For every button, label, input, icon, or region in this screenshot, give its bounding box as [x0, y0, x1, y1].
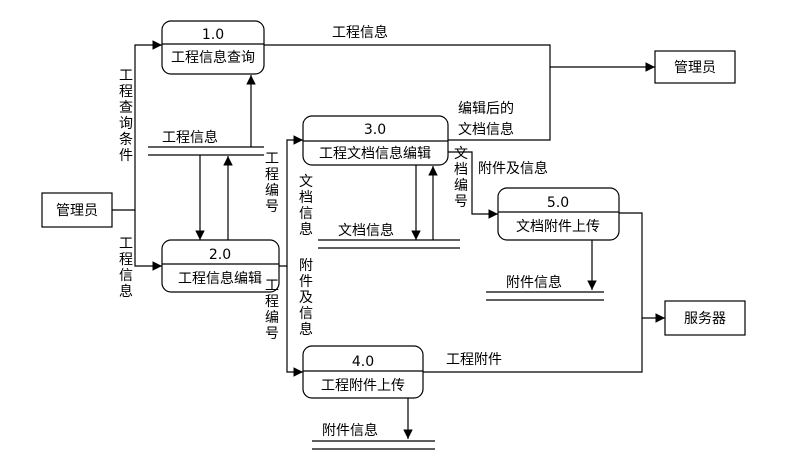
store-attach-info-5-label: 附件信息: [506, 274, 562, 291]
flow-label-project-info-in: 工程信息: [119, 236, 133, 300]
flow-label-doc-no: 文档编号: [454, 146, 468, 210]
flow-label-edited-doc-line2: 文档信息: [458, 121, 514, 138]
entity-admin-left: 管理员: [41, 192, 113, 228]
process-2: 2.0 工程信息编辑: [161, 239, 280, 293]
p2-to-p4-line: [286, 266, 303, 377]
entity-admin-right-label: 管理员: [674, 60, 716, 76]
flow-label-project-attach: 工程附件: [446, 352, 502, 368]
p4-to-server-line: [423, 318, 643, 373]
flow-lines: [112, 40, 665, 439]
flow-label-project-no-2: 工程编号: [265, 278, 279, 342]
store-attach-info-5: 附件信息: [486, 274, 604, 301]
store-attach-info-4: 附件信息: [312, 422, 435, 450]
process-1-number: 1.0: [202, 27, 224, 43]
edited-doc-line: [448, 67, 551, 141]
p1-to-admin-line: [264, 44, 655, 72]
process-2-number: 2.0: [209, 247, 231, 263]
store-doc-info-label: 文档信息: [338, 222, 394, 239]
p3-to-p5-line: [448, 151, 498, 219]
entity-server-label: 服务器: [684, 311, 726, 327]
svg-text:工程查询条件: 工程查询条件: [119, 68, 133, 164]
process-5: 5.0 文档附件上传: [497, 187, 620, 241]
svg-text:文档信息: 文档信息: [299, 174, 313, 238]
entity-server: 服务器: [664, 300, 746, 336]
svg-text:工程信息: 工程信息: [119, 236, 133, 300]
process-1-name: 工程信息查询: [171, 49, 255, 66]
query-flow-line: [112, 40, 162, 211]
flow-label-attach-and-info-5: 附件及信息: [478, 160, 548, 177]
flow-label-query-condition: 工程查询条件: [119, 68, 133, 164]
process-4: 4.0 工程附件上传: [302, 345, 424, 399]
process-1: 1.0 工程信息查询: [161, 20, 265, 75]
edit-flow-line: [134, 210, 162, 271]
entity-admin-right: 管理员: [654, 50, 736, 84]
svg-text:文档编号: 文档编号: [454, 146, 468, 210]
flow-label-doc-info: 文档信息: [299, 174, 313, 238]
process-5-name: 文档附件上传: [516, 219, 600, 235]
process-4-name: 工程附件上传: [321, 378, 405, 394]
flow-label-project-no-1: 工程编号: [265, 151, 279, 215]
flow-label-edited-doc-line1: 编辑后的: [458, 101, 514, 117]
flow-label-p1-to-admin: 工程信息: [332, 24, 388, 41]
process-3-number: 3.0: [364, 122, 386, 138]
process-5-number: 5.0: [547, 195, 569, 211]
svg-text:工程编号: 工程编号: [265, 278, 279, 342]
entity-admin-left-label: 管理员: [56, 203, 98, 219]
store-attach-info-4-label: 附件信息: [322, 422, 378, 439]
store-project-info: 工程信息: [148, 129, 264, 156]
process-2-name: 工程信息编辑: [178, 270, 262, 287]
p2-to-p3-line: [279, 135, 303, 267]
process-4-number: 4.0: [352, 354, 374, 370]
store-project-info-label: 工程信息: [162, 129, 218, 146]
svg-text:工程编号: 工程编号: [265, 151, 279, 215]
store-doc-info: 文档信息: [318, 222, 460, 249]
flow-label-attach-and-info: 附件及信息: [299, 258, 313, 338]
process-3-name: 工程文档信息编辑: [319, 145, 431, 162]
svg-text:附件及信息: 附件及信息: [299, 258, 313, 338]
p5-to-server-line: [619, 212, 665, 323]
process-3: 3.0 工程文档信息编辑: [302, 115, 449, 166]
